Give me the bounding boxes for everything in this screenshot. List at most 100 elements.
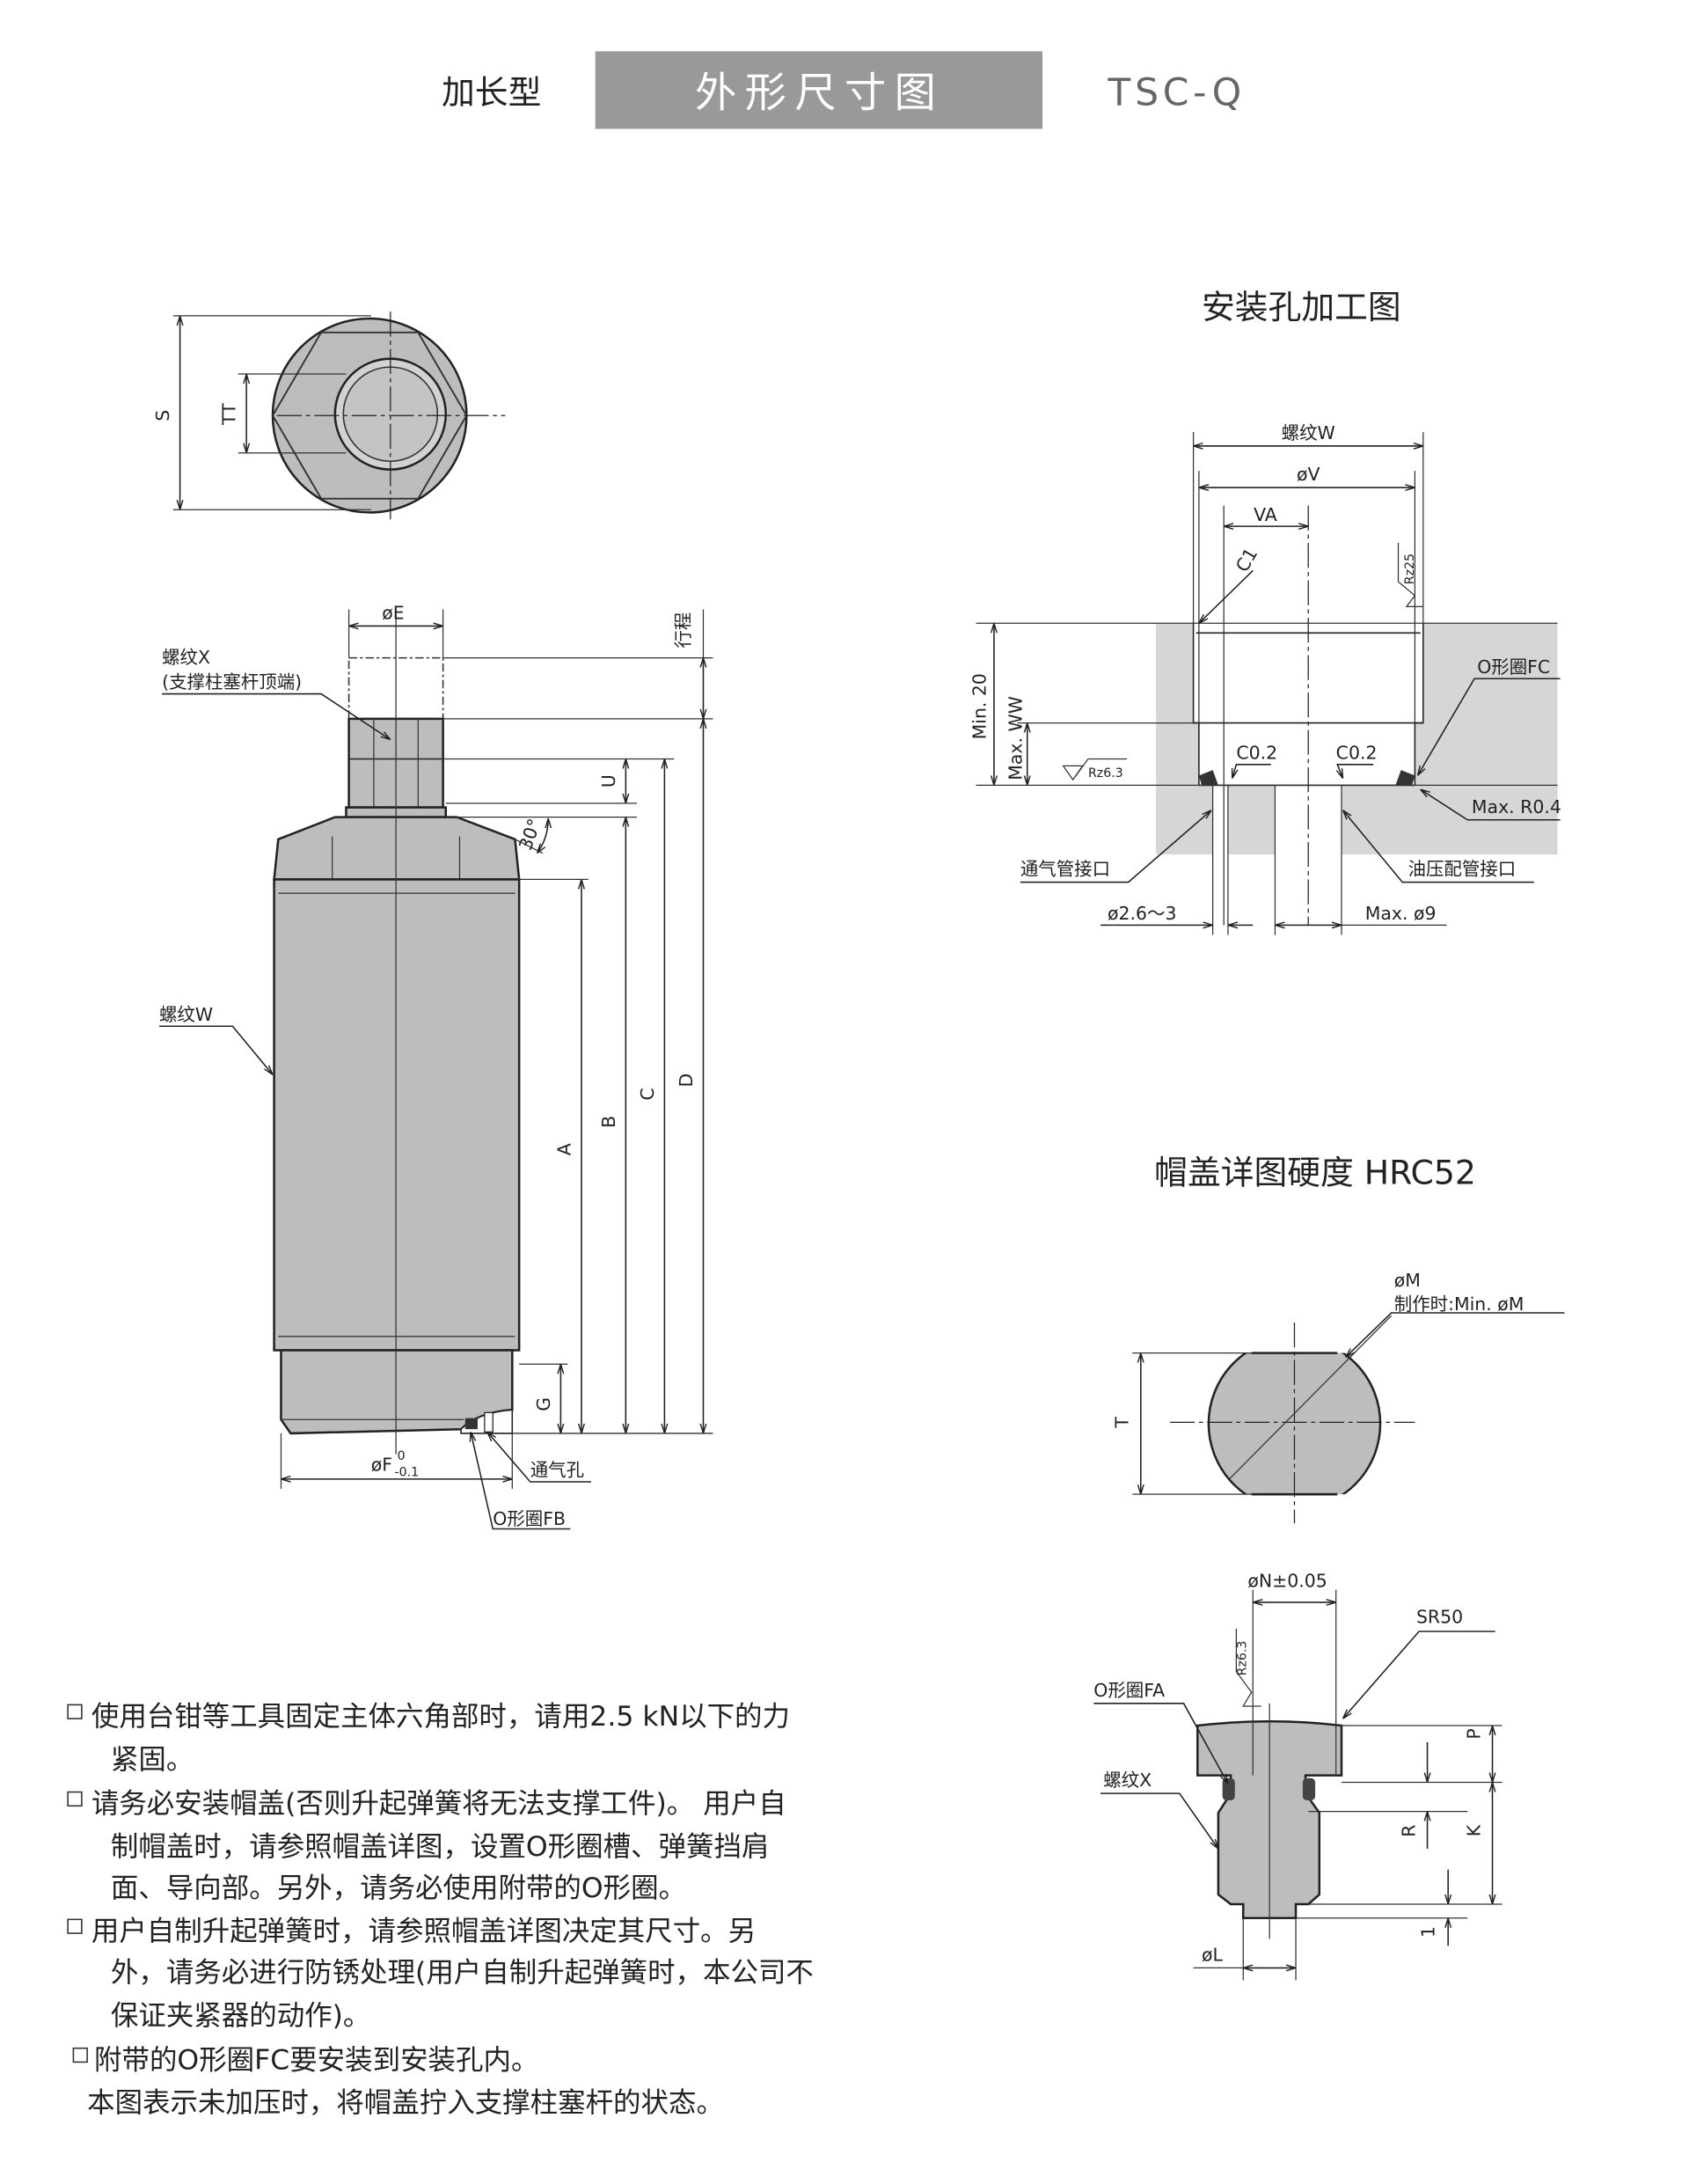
dim-min20-label: Min. 20 — [969, 673, 991, 739]
thread-x-note: (支撑柱塞杆顶端) — [162, 671, 302, 693]
dim-maxww-label: Max. WW — [1005, 696, 1026, 781]
dim-c-label: C — [637, 1088, 658, 1100]
bullet-box — [72, 2047, 88, 2063]
type-label: 加长型 — [442, 73, 541, 112]
note-line: 用户自制升起弹簧时，请参照帽盖详图决定其尺寸。另 — [91, 1916, 756, 1947]
hex-outline — [271, 331, 468, 500]
thread-x-cap-label: 螺纹X — [1103, 1770, 1152, 1791]
model-code: TSC-Q — [1107, 72, 1246, 115]
dim-s-label: S — [152, 410, 173, 421]
mount-hole-title: 安装孔加工图 — [1202, 288, 1401, 326]
oring-fc-right — [1395, 770, 1415, 786]
rz63-symbol — [1062, 758, 1128, 781]
dim-stroke-label: 行程 — [673, 612, 694, 649]
note-line: 制帽盖时，请参照帽盖详图，设置O形圈槽、弹簧挡肩 — [111, 1831, 770, 1863]
note-footer: 本图表示未加压时，将帽盖拧入支撑柱塞杆的状态。 — [87, 2087, 724, 2119]
oring-fc-left — [1198, 770, 1218, 786]
dim-f-upper-tol: 0 — [398, 1449, 406, 1463]
vent-hole-mark — [484, 1411, 494, 1433]
rz25-symbol — [1397, 543, 1423, 608]
cap-detail-title: 帽盖详图硬度 HRC52 — [1154, 1154, 1476, 1192]
note-line: 外，请务必进行防锈处理(用户自制升起弹簧时，本公司不 — [111, 1957, 814, 1989]
oring-fc-label: O形圈FC — [1477, 656, 1550, 678]
dim-r-label: R — [1398, 1825, 1419, 1837]
max-r04-label: Max. R0.4 — [1472, 796, 1561, 817]
hydraulic-port-label: 油压配管接口 — [1408, 859, 1517, 880]
sr50-label: SR50 — [1416, 1607, 1463, 1628]
bullet-box — [67, 1918, 83, 1934]
bullet-box — [67, 1791, 83, 1807]
cap-top-view — [1207, 1352, 1382, 1495]
vent-hole-label: 通气孔 — [530, 1460, 584, 1481]
oring-fa-label: O形圈FA — [1093, 1680, 1165, 1701]
vent-dia-label: ø2.6～3 — [1108, 903, 1176, 924]
dim-1-label: 1 — [1417, 1926, 1438, 1938]
dim-b-label: B — [598, 1116, 619, 1128]
dim-m-label: øM — [1394, 1270, 1421, 1291]
oring-fb-mark — [464, 1418, 478, 1430]
note-line: 附带的O形圈FC要安装到安装孔内。 — [94, 2044, 538, 2076]
side-view: øE 行程 D C U B A G 30° 螺纹X (支撑柱塞杆顶端) 螺纹W — [158, 603, 713, 1530]
body-hex — [273, 816, 521, 881]
note-line: 使用台钳等工具固定主体六角部时，请用2.5 kN以下的力 — [91, 1701, 790, 1733]
dim-g-label: G — [533, 1397, 554, 1411]
c1-label: C1 — [1232, 544, 1261, 575]
c1-leader — [1199, 569, 1254, 623]
dia-m-line — [1229, 1315, 1393, 1480]
dim-a-label: A — [553, 1143, 574, 1155]
dim-thread-w-label: 螺纹W — [1282, 422, 1335, 443]
oring-fa-right — [1302, 1777, 1316, 1800]
housing-mid — [1227, 785, 1276, 855]
cap-detail-drawing: 帽盖详图硬度 HRC52 øM 制作时:Min. øM T øN±0.05 SR… — [1093, 1154, 1565, 1981]
vent-port-label: 通气管接口 — [1020, 859, 1110, 880]
body-cylinder — [273, 878, 521, 1352]
housing-left — [1156, 623, 1213, 855]
dim-f-lower-tol: -0.1 — [395, 1466, 420, 1480]
vent-port-leader — [1020, 810, 1211, 883]
rz25-label: Rz25 — [1403, 553, 1417, 584]
title-box — [595, 51, 1043, 129]
c02-left-leader — [1231, 764, 1271, 779]
max-r04-leader — [1421, 789, 1561, 821]
dim-d-label: D — [676, 1074, 697, 1088]
dim-n-label: øN±0.05 — [1247, 1571, 1327, 1592]
max-dia9-label: Max. ø9 — [1365, 903, 1437, 924]
dim-tt-label: TT — [219, 403, 240, 426]
oring-fb-label: O形圈FB — [493, 1508, 566, 1529]
oring-fa-leader — [1093, 1703, 1228, 1784]
thread-w-label: 螺纹W — [159, 1004, 213, 1025]
header: 加长型 外形尺寸图 TSC-Q — [442, 51, 1246, 129]
note-line: 面、导向部。另外，请务必使用附带的O形圈。 — [111, 1873, 686, 1904]
sr50-leader — [1343, 1631, 1495, 1719]
oring-fb-leader — [471, 1432, 571, 1530]
dim-va-label: VA — [1254, 504, 1277, 525]
rz63-symbol-cap — [1235, 1628, 1261, 1707]
angle-arc — [537, 818, 549, 853]
housing-right — [1341, 623, 1558, 855]
dim-p-label: P — [1463, 1728, 1484, 1739]
hydraulic-port-leader — [1343, 810, 1534, 883]
thread-x-label: 螺纹X — [162, 647, 210, 668]
thread-w-leader — [158, 1025, 273, 1074]
thread-x-cap-leader — [1100, 1792, 1218, 1849]
dim-l-label: øL — [1202, 1945, 1224, 1966]
c02-right-leader — [1337, 764, 1374, 779]
notes: 使用台钳等工具固定主体六角部时，请用2.5 kN以下的力 紧固。 请务必安装帽盖… — [67, 1701, 814, 2119]
dim-v-label: øV — [1297, 464, 1320, 485]
dim-u-label: U — [598, 774, 619, 788]
vent-hole-leader — [487, 1432, 591, 1483]
c02-left-label: C0.2 — [1236, 743, 1277, 764]
dim-k-label: K — [1463, 1824, 1484, 1836]
rz63-cap-label: Rz6.3 — [1235, 1641, 1249, 1676]
dim-t-label: T — [1112, 1417, 1133, 1429]
page-title: 外形尺寸图 — [695, 69, 944, 117]
dim-e-label: øE — [382, 603, 404, 624]
dim-m-note: 制作时:Min. øM — [1394, 1294, 1524, 1315]
oring-fc-leader — [1418, 678, 1561, 775]
oring-fa-left — [1222, 1777, 1235, 1800]
dim-f-label: øF — [371, 1454, 392, 1475]
top-view: S TT — [152, 311, 506, 520]
bullet-box — [67, 1704, 83, 1719]
dia-m-leader — [1346, 1312, 1565, 1357]
